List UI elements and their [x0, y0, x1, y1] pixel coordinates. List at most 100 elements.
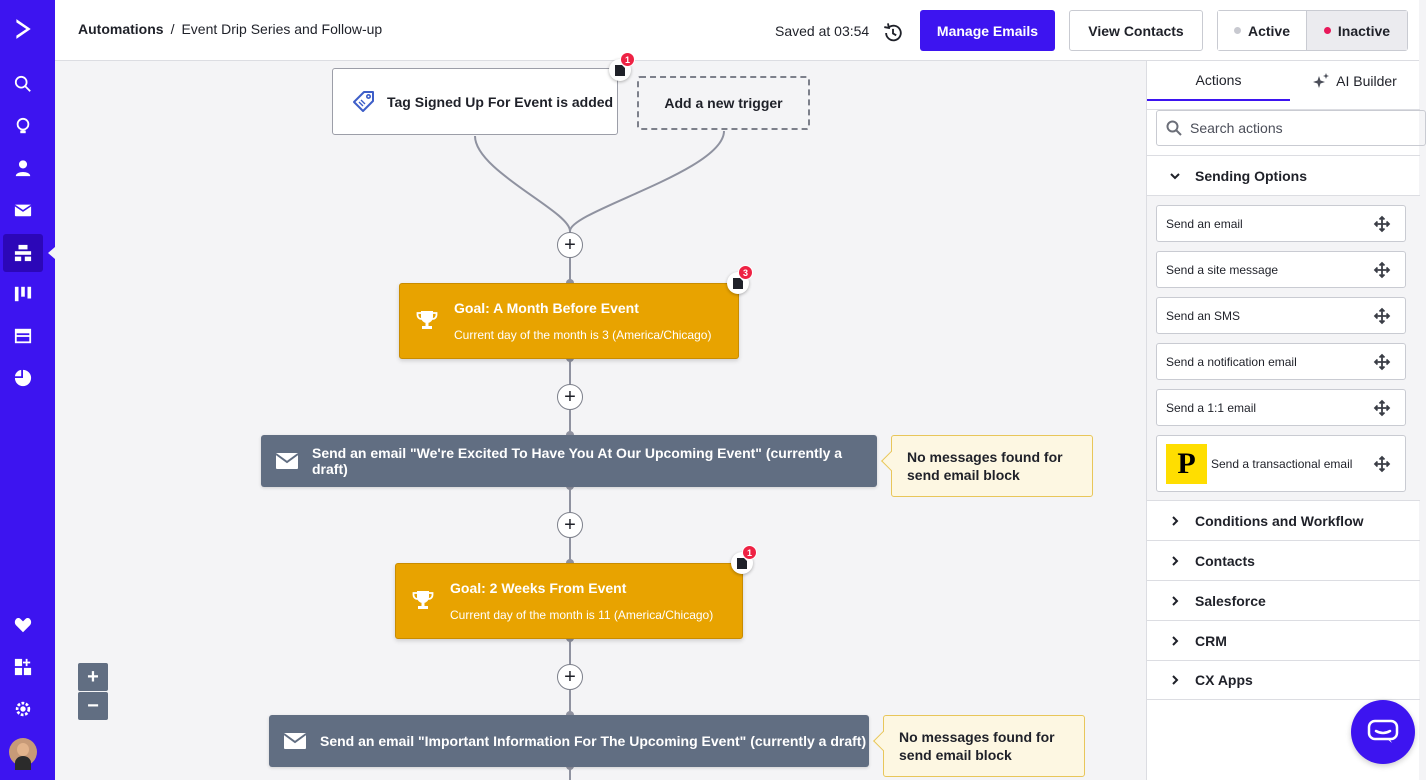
action-label: Send a transactional email — [1211, 456, 1353, 471]
section-crm[interactable]: CRM — [1147, 620, 1420, 660]
search-actions-input[interactable] — [1190, 120, 1390, 136]
tab-actions[interactable]: Actions — [1147, 61, 1290, 101]
breadcrumb-separator: / — [170, 21, 175, 37]
goal-2-notes-badge[interactable]: 1 — [731, 545, 757, 574]
avatar[interactable] — [9, 738, 37, 770]
chevron-right-icon — [1172, 515, 1179, 526]
action-label: Send a site message — [1166, 262, 1279, 277]
trigger-label: Tag Signed Up For Event is added — [387, 93, 614, 110]
section-label: CX Apps — [1195, 672, 1253, 688]
status-inactive-option[interactable]: Inactive — [1306, 11, 1407, 50]
section-label: CRM — [1195, 632, 1227, 649]
zoom-in-button[interactable]: + — [78, 663, 108, 691]
active-dot-icon — [1233, 27, 1241, 34]
move-icon[interactable] — [1373, 455, 1391, 472]
action-send-transactional-email[interactable]: P Send a transactional email — [1156, 435, 1406, 492]
automations-icon[interactable] — [3, 234, 43, 272]
action-send-notification-email[interactable]: Send a notification email — [1156, 343, 1406, 380]
goal-1-subtitle: Current day of the month is 3 (America/C… — [454, 328, 712, 342]
goal-1-title: Goal: A Month Before Event — [454, 300, 639, 316]
action-send-email[interactable]: Send an email — [1156, 205, 1406, 242]
search-icon[interactable] — [0, 65, 46, 103]
email-icon[interactable] — [0, 191, 46, 229]
email-2-label: Send an email "Important Information For… — [320, 733, 867, 749]
chevron-right-icon — [1172, 555, 1179, 566]
action-send-sms[interactable]: Send an SMS — [1156, 297, 1406, 334]
add-step-button[interactable]: + — [557, 232, 583, 258]
trigger-notes-badge[interactable]: 1 — [609, 52, 635, 81]
action-send-site-message[interactable]: Send a site message — [1156, 251, 1406, 288]
section-label: Conditions and Workflow — [1195, 512, 1364, 529]
history-icon[interactable] — [882, 22, 904, 44]
action-label: Send an SMS — [1166, 308, 1241, 323]
email-block-1[interactable]: Send an email "We're Excited To Have You… — [261, 435, 877, 487]
goal-block-1[interactable]: Goal: A Month Before Event Current day o… — [399, 283, 739, 359]
section-contacts[interactable]: Contacts — [1147, 540, 1420, 580]
move-icon[interactable] — [1373, 261, 1391, 278]
chevron-right-icon — [1172, 595, 1179, 606]
deals-icon[interactable] — [0, 275, 46, 313]
flow-connectors — [474, 130, 725, 780]
section-cx-apps[interactable]: CX Apps — [1147, 660, 1420, 700]
move-icon[interactable] — [1373, 215, 1391, 232]
automation-canvas[interactable]: Tag Signed Up For Event is added 1 Add a… — [55, 52, 1146, 780]
goal-2-title: Goal: 2 Weeks From Event — [450, 580, 627, 596]
add-step-button[interactable]: + — [557, 664, 583, 690]
chevron-right-icon — [1172, 675, 1179, 685]
actions-panel: Actions AI Builder Sending Options Send … — [1146, 61, 1426, 780]
left-navigation — [0, 0, 55, 780]
sending-options-list: Send an email Send a site message Send a… — [1147, 195, 1420, 501]
contacts-icon[interactable] — [0, 149, 46, 187]
status-active-option[interactable]: Active — [1218, 11, 1306, 50]
sparkle-icon — [1313, 73, 1330, 88]
apps-icon[interactable] — [0, 648, 46, 686]
tag-icon — [353, 90, 374, 112]
chevron-down-icon — [1170, 172, 1180, 179]
action-label: Send a notification email — [1166, 354, 1297, 369]
note-icon — [615, 64, 625, 76]
trigger-block[interactable]: Tag Signed Up For Event is added — [332, 68, 618, 135]
move-icon[interactable] — [1373, 307, 1391, 324]
logo-icon[interactable] — [0, 10, 46, 48]
site-icon[interactable] — [0, 317, 46, 355]
envelope-icon — [283, 733, 307, 749]
email-2-note: No messages found for send email block — [883, 715, 1085, 777]
chat-launcher-button[interactable] — [1351, 700, 1415, 764]
inactive-dot-icon — [1323, 27, 1331, 34]
tab-ai-builder-label: AI Builder — [1336, 73, 1397, 89]
section-conditions-workflow[interactable]: Conditions and Workflow — [1147, 500, 1420, 540]
reports-icon[interactable] — [0, 359, 46, 397]
settings-icon[interactable] — [0, 690, 46, 728]
note-icon — [733, 277, 743, 289]
search-actions-box[interactable] — [1156, 110, 1426, 146]
tab-ai-builder[interactable]: AI Builder — [1290, 61, 1420, 101]
note-icon — [737, 557, 747, 569]
section-sending-options[interactable]: Sending Options — [1147, 155, 1420, 195]
manage-emails-button[interactable]: Manage Emails — [920, 10, 1055, 51]
add-step-button[interactable]: + — [557, 512, 583, 538]
status-active-label: Active — [1247, 22, 1291, 39]
status-toggle: Active Inactive — [1217, 10, 1408, 51]
add-step-button[interactable]: + — [557, 384, 583, 410]
breadcrumb-current: Event Drip Series and Follow-up — [181, 21, 383, 37]
section-sending-options-label: Sending Options — [1195, 167, 1307, 184]
move-icon[interactable] — [1373, 399, 1391, 416]
move-icon[interactable] — [1373, 353, 1391, 370]
lightbulb-icon[interactable] — [0, 107, 46, 145]
email-block-2[interactable]: Send an email "Important Information For… — [269, 715, 869, 767]
add-trigger-button[interactable]: Add a new trigger — [637, 76, 810, 130]
goal-1-notes-badge[interactable]: 3 — [727, 265, 753, 294]
action-send-1to1-email[interactable]: Send a 1:1 email — [1156, 389, 1406, 426]
breadcrumb-root[interactable]: Automations — [78, 21, 164, 37]
section-salesforce[interactable]: Salesforce — [1147, 580, 1420, 620]
heart-icon[interactable] — [0, 606, 46, 644]
zoom-out-button[interactable]: − — [78, 692, 108, 720]
view-contacts-button[interactable]: View Contacts — [1069, 10, 1203, 51]
goal-block-2[interactable]: Goal: 2 Weeks From Event Current day of … — [395, 563, 743, 639]
panel-tabs: Actions AI Builder — [1147, 61, 1420, 101]
trophy-icon — [416, 311, 438, 329]
chevron-right-icon — [1172, 635, 1179, 646]
section-label: Contacts — [1195, 552, 1255, 569]
goal-2-badge-count: 1 — [742, 545, 757, 560]
goal-2-subtitle: Current day of the month is 11 (America/… — [450, 608, 714, 622]
